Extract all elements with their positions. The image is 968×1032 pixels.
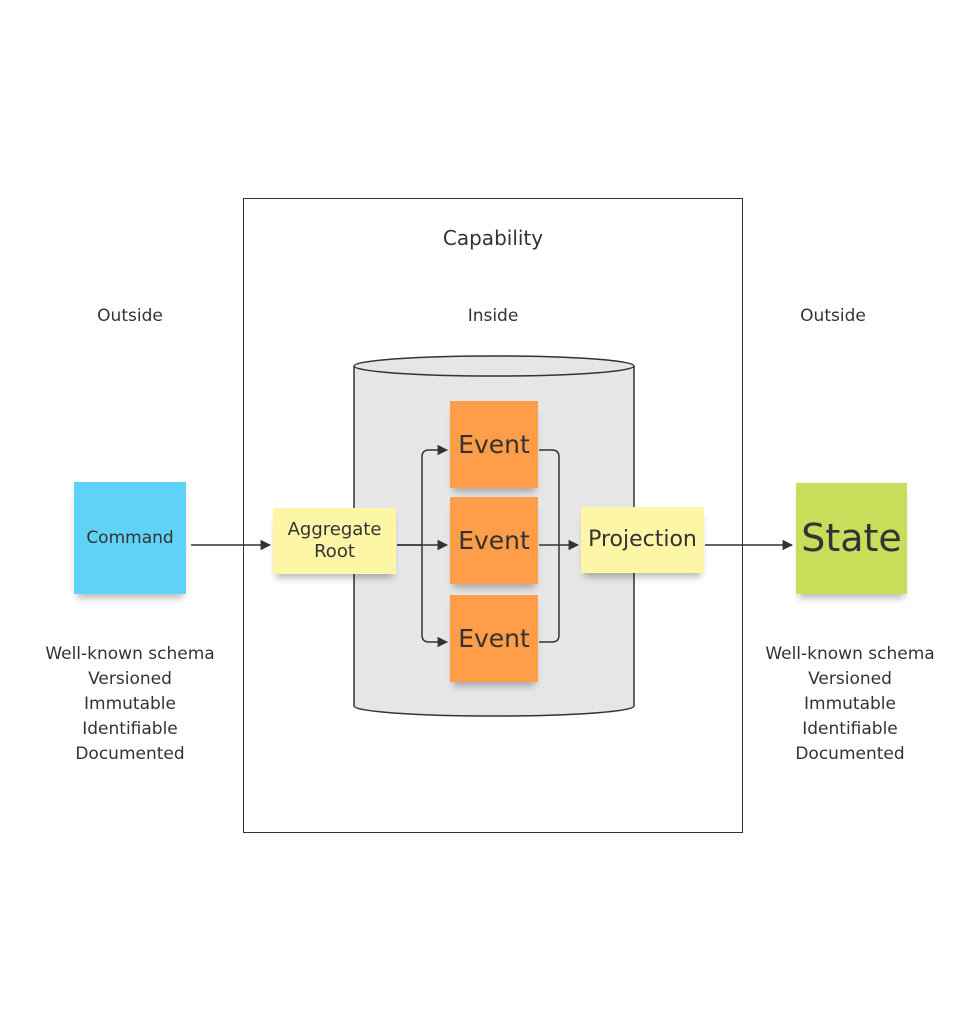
zone-label-inside: Inside xyxy=(467,306,519,326)
capability-title: Capability xyxy=(442,226,544,250)
capability-boundary xyxy=(243,198,743,833)
zone-label-outside-left: Outside xyxy=(97,306,163,326)
left-property-list: Well-known schema Versioned Immutable Id… xyxy=(30,642,230,767)
zone-label-outside-right: Outside xyxy=(800,306,866,326)
arrow-aggregate-to-event-top xyxy=(397,444,449,546)
right-property-item: Identifiable xyxy=(802,719,898,739)
left-property-item: Documented xyxy=(75,744,185,764)
right-property-list: Well-known schema Versioned Immutable Id… xyxy=(750,642,950,767)
left-property-item: Immutable xyxy=(84,694,176,714)
projection-sticky-note: Projection xyxy=(581,507,704,573)
command-sticky-note: Command xyxy=(74,482,186,594)
event-sticky-note-bottom: Event xyxy=(450,595,538,682)
right-property-item: Documented xyxy=(795,744,905,764)
aggregate-root-sticky-note: Aggregate Root xyxy=(273,508,396,574)
event-sticky-note-middle: Event xyxy=(450,497,538,584)
left-property-item: Well-known schema xyxy=(45,644,215,664)
event-sticky-note-top: Event xyxy=(450,401,538,488)
arrow-event-bottom-to-projection xyxy=(539,545,560,643)
left-property-item: Identifiable xyxy=(82,719,178,739)
right-property-item: Well-known schema xyxy=(765,644,935,664)
right-property-item: Versioned xyxy=(808,669,892,689)
right-property-item: Immutable xyxy=(804,694,896,714)
state-sticky-note: State xyxy=(796,483,907,594)
arrow-event-top-to-projection xyxy=(539,449,560,545)
arrow-aggregate-to-event-bottom xyxy=(421,545,449,648)
left-property-item: Versioned xyxy=(88,669,172,689)
